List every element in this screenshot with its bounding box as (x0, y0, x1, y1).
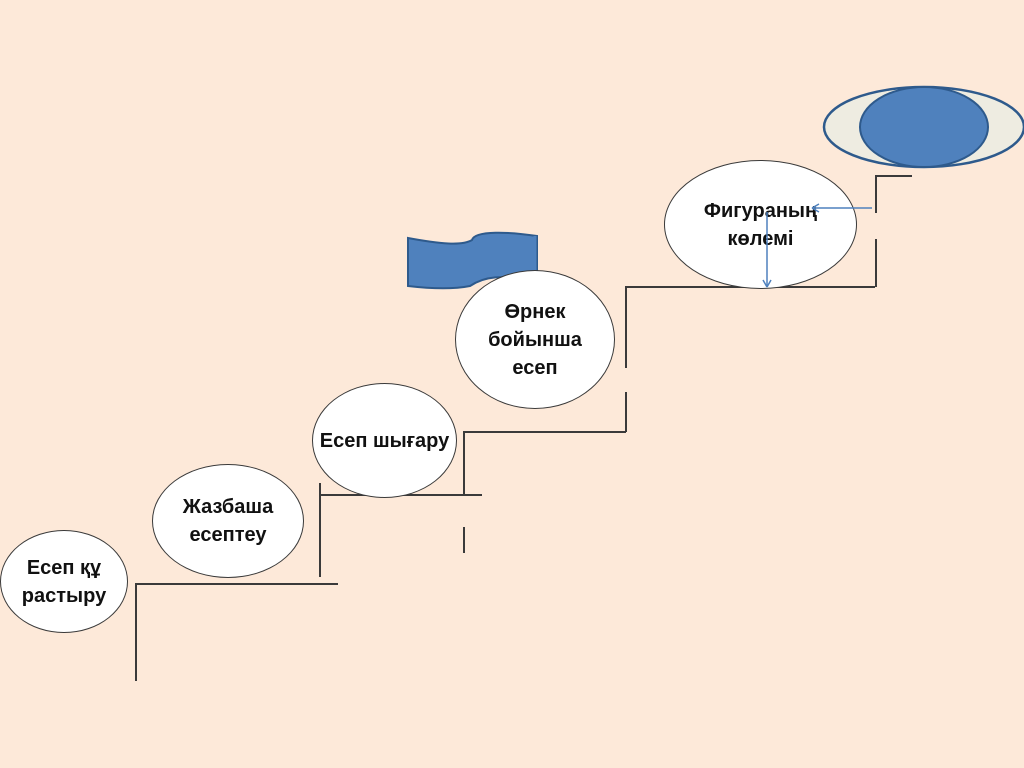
step-1-compose-problem: Есеп құ растыру (0, 530, 128, 633)
step-4-expression-problem: Өрнек бойынша есеп (455, 270, 615, 409)
stair-line (463, 431, 465, 496)
stair-line (319, 483, 321, 577)
step-3-problem-solving: Есеп шығару (312, 383, 457, 498)
stair-line (625, 286, 627, 368)
stair-line (875, 175, 877, 213)
step-2-written-calculation: Жазбаша есептеу (152, 464, 304, 578)
stair-line (135, 583, 338, 585)
stair-line (463, 527, 465, 553)
step-5-figure-volume: Фигураның көлемі (664, 160, 857, 289)
stair-line (875, 239, 877, 287)
stair-line (135, 583, 137, 681)
stair-line (463, 431, 626, 433)
stair-line (625, 392, 627, 432)
stair-line (875, 175, 912, 177)
